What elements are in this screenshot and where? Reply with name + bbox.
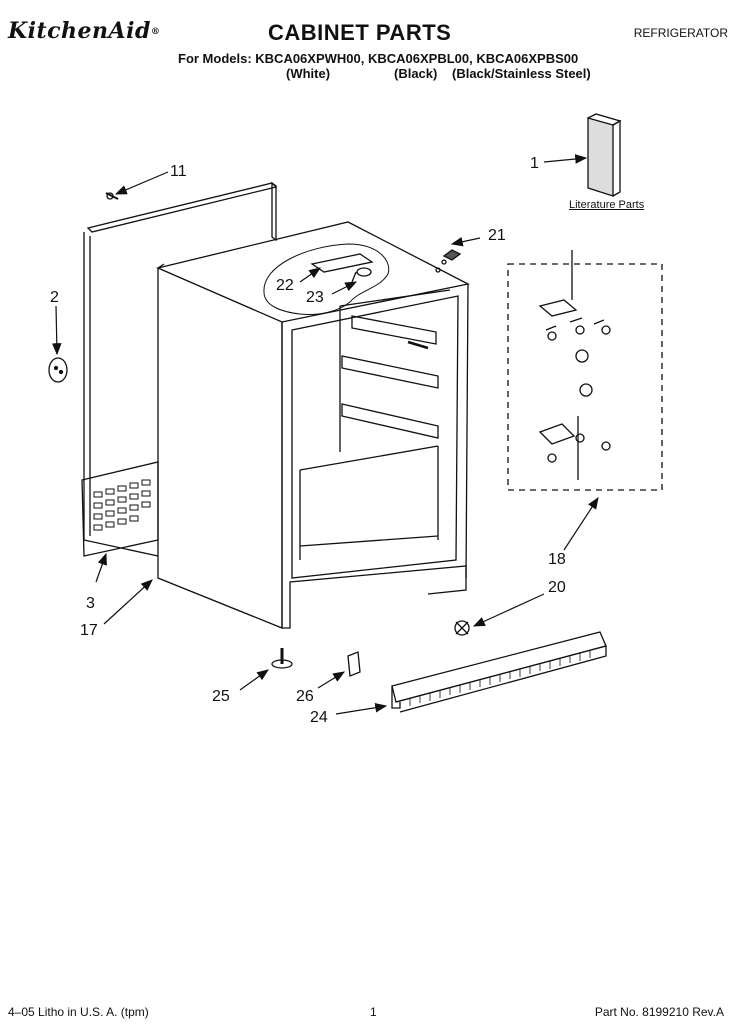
callout-17: 17 [80, 622, 98, 639]
clip-part [347, 651, 361, 677]
cabinet-body-part [155, 221, 470, 629]
toe-grille-part [391, 631, 607, 713]
footer-part-number: Part No. 8199210 Rev.A [594, 1005, 724, 1019]
callout-22: 22 [276, 277, 294, 294]
page-title: CABINET PARTS [268, 20, 452, 45]
leveling-leg-part [271, 648, 293, 669]
callout-25: 25 [212, 688, 230, 705]
hinge-kit-part [507, 250, 663, 491]
footer-page-number: 1 [370, 1005, 377, 1019]
category-label: REFRIGERATOR [633, 26, 728, 40]
callout-18: 18 [548, 551, 566, 568]
callout-26: 26 [296, 688, 314, 705]
screw-part [454, 620, 470, 636]
color-black-stainless: (Black/Stainless Steel) [452, 66, 591, 81]
literature-booklet-part [587, 113, 622, 197]
callout-24: 24 [310, 709, 328, 726]
callout-23: 23 [306, 289, 324, 306]
plug-button-part [48, 357, 68, 383]
footer-litho: 4–05 Litho in U.S. A. (tpm) [8, 1005, 149, 1019]
brand-logo: KitchenAid® [8, 18, 161, 44]
leader-lines [51, 154, 599, 715]
literature-parts-label: Literature Parts [569, 199, 645, 211]
callout-20: 20 [548, 579, 566, 596]
top-strip-part [86, 181, 278, 242]
callout-2: 2 [50, 289, 59, 306]
callout-21: 21 [488, 227, 506, 244]
callout-1: 1 [530, 155, 539, 172]
color-white: (White) [286, 66, 331, 81]
models-line: For Models: KBCA06XPWH00, KBCA06XPBL00, … [178, 51, 579, 66]
callout-11: 11 [170, 163, 187, 180]
callout-3: 3 [86, 595, 95, 612]
color-black: (Black) [394, 66, 438, 81]
callout-labels: 1 2 3 11 17 18 20 21 22 23 24 25 26 [50, 155, 566, 726]
